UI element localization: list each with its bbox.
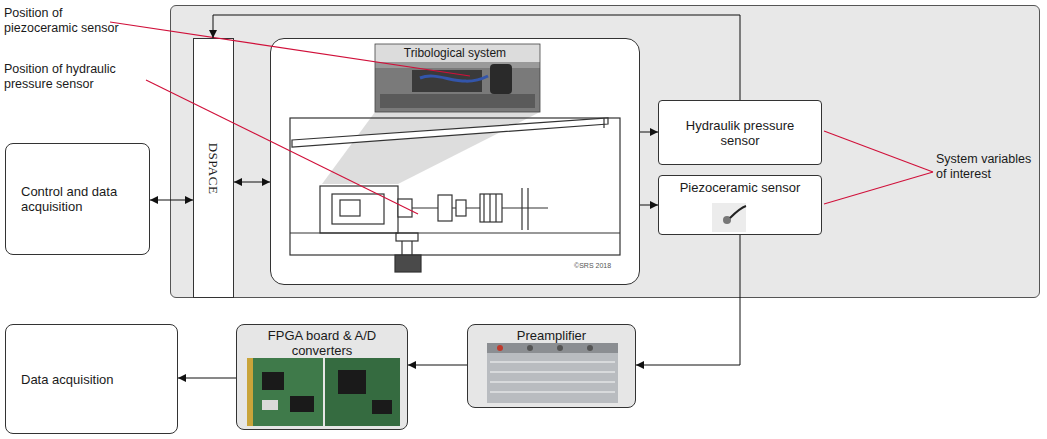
hardware-box: FPGA board & A/D converters [236, 324, 408, 430]
label-holder: Position of piezoceramic sensor [4, 6, 129, 36]
signal-arrow [178, 378, 236, 379]
node-text: Hydraulik pressure sensor [674, 118, 806, 148]
zoom-wedge [322, 112, 540, 184]
signal-arrow [234, 182, 270, 183]
signal-arrow [408, 365, 467, 366]
callout-label: Position of piezoceramic sensor [4, 6, 129, 36]
control-box: Control and data acquisition [5, 143, 150, 255]
signal-arrow [640, 205, 658, 206]
preamp-photo [487, 343, 618, 403]
node-text: Tribological system [404, 46, 506, 60]
node-text: Piezoceramic sensor [680, 180, 801, 195]
signal-arrow [636, 235, 740, 365]
node-text: DSPACE [206, 142, 221, 194]
node-text: FPGA board & A/D converters [266, 328, 378, 358]
signal-arrow [150, 200, 193, 201]
dspace-box: DSPACE [193, 38, 234, 298]
callout-label: Position of hydraulic pressure sensor [4, 62, 146, 92]
hardware-box: Preamplifier [467, 324, 636, 408]
tribology-box: Tribological system [270, 38, 640, 285]
callout-label: System variables of interest [936, 152, 1042, 182]
sensor-box: Hydraulik pressure sensor [658, 100, 822, 165]
label-holder: ©SRS 2018 [574, 262, 634, 270]
node-text: Data acquisition [21, 372, 114, 387]
fpga-photo [247, 358, 400, 426]
signal-arrow [640, 132, 658, 133]
tribology-photo [375, 44, 540, 112]
copyright-watermark: ©SRS 2018 [574, 262, 634, 270]
sensor-box: Piezoceramic sensor [658, 175, 822, 235]
leader-lines [110, 22, 933, 214]
acquisition-box: Data acquisition [5, 324, 178, 434]
label-holder: Position of hydraulic pressure sensor [4, 62, 146, 92]
label-holder: System variables of interest [936, 152, 1042, 182]
signal-arrow [213, 15, 740, 100]
node-text: Control and data acquisition [21, 184, 121, 214]
test-rig-drawing [290, 118, 620, 272]
node-text: Preamplifier [517, 328, 586, 343]
piezo-photo [712, 203, 746, 232]
